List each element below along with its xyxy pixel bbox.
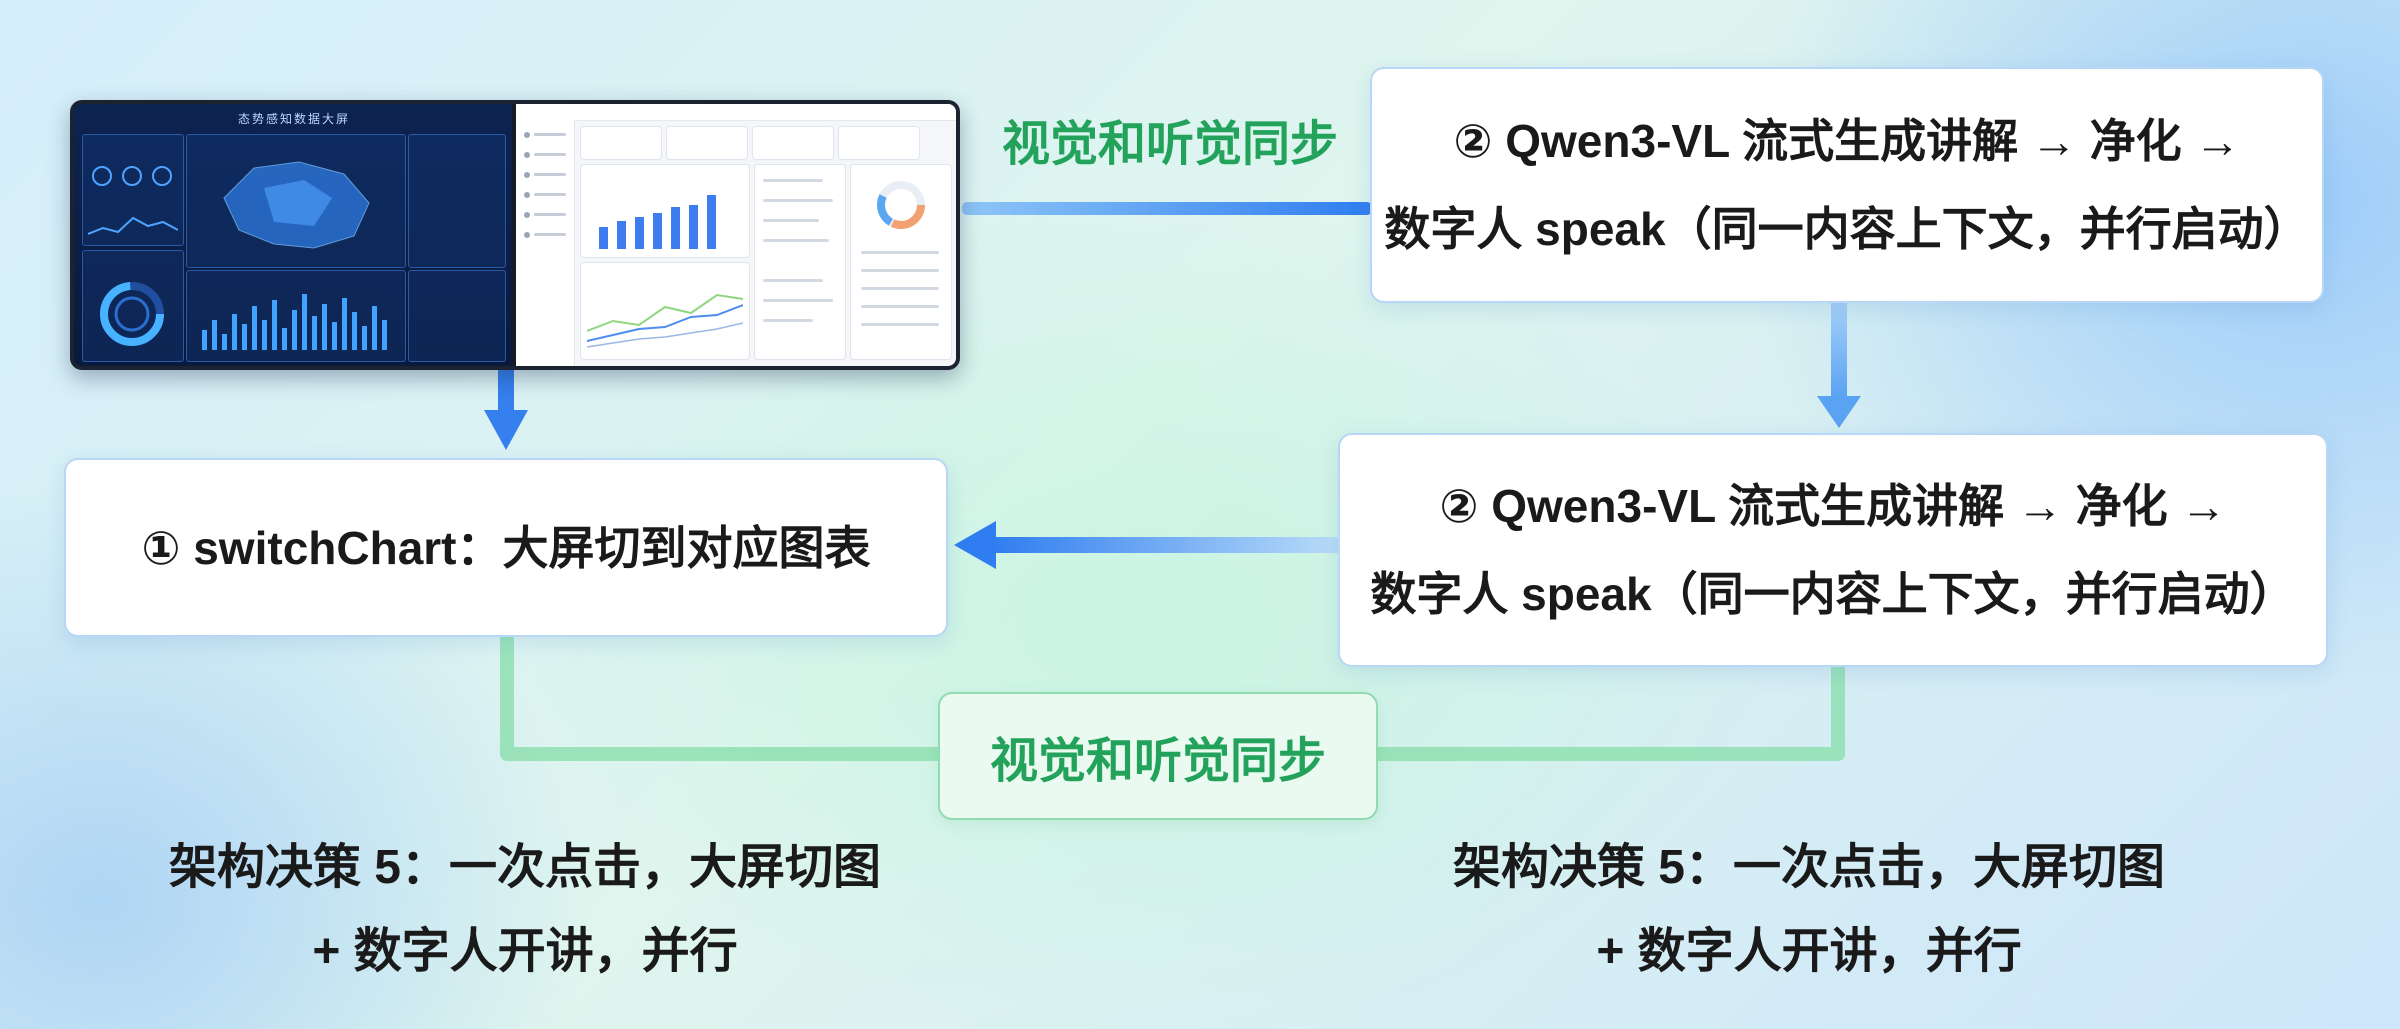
caption-right-line2: + 数字人开讲，并行 — [1596, 925, 2022, 978]
mid-connector — [992, 537, 1338, 553]
step2-mid-line2: 数字人 speak（同一内容上下文，并行启动） — [1370, 568, 2296, 620]
dashboard-screenshot: 态势感知数据大屏 — [70, 100, 960, 370]
step2-down-arrowhead — [1817, 396, 1861, 428]
bar-chart-card — [580, 164, 750, 258]
step2-top-line2: 数字人 speak（同一内容上下文，并行启动） — [1384, 203, 2310, 255]
dark-panel-list — [408, 134, 506, 268]
step2-down-shaft — [1831, 300, 1847, 398]
caption-right: 架构决策 5：一次点击，大屏切图 + 数字人开讲，并行 — [1434, 826, 2184, 994]
line-chart-card — [580, 262, 750, 360]
sync-label-bottom: 视觉和听觉同步 — [989, 735, 1326, 788]
dash-down-shaft — [498, 362, 514, 412]
step2-mid-box: ② Qwen3-VL 流式生成讲解 → 净化 → 数字人 speak（同一内容上… — [1338, 433, 2328, 667]
light-sidebar — [516, 120, 575, 366]
caption-left-line1: 架构决策 5：一次点击，大屏切图 — [168, 841, 882, 894]
dark-panel-kpi — [82, 134, 184, 246]
kpi-circles — [92, 166, 172, 186]
step2-mid-line1: ② Qwen3-VL 流式生成讲解 → 净化 → — [1439, 480, 2227, 532]
dashboard-title: 态势感知数据大屏 — [237, 112, 350, 126]
mid-arrowhead — [954, 521, 996, 569]
kpi-card-4 — [838, 126, 920, 160]
kpi-card-3 — [752, 126, 834, 160]
top-connector — [962, 202, 1372, 215]
light-topbar — [516, 104, 956, 121]
caption-right-line1: 架构决策 5：一次点击，大屏切图 — [1452, 841, 2166, 894]
step1-text: ① switchChart：大屏切到对应图表 — [141, 521, 871, 574]
dash-down-arrowhead — [484, 410, 528, 450]
ring-graphic — [100, 282, 164, 346]
map-graphic — [223, 161, 370, 249]
dark-dashboard: 态势感知数据大屏 — [74, 104, 512, 366]
donut-card — [850, 164, 952, 360]
caption-left: 架构决策 5：一次点击，大屏切图 + 数字人开讲，并行 — [150, 826, 900, 994]
list-card — [754, 164, 846, 360]
dark-bar-chart — [198, 288, 394, 350]
kpi-card-1 — [580, 126, 662, 160]
step2-top-box: ② Qwen3-VL 流式生成讲解 → 净化 → 数字人 speak（同一内容上… — [1370, 67, 2324, 303]
caption-left-line2: + 数字人开讲，并行 — [312, 925, 738, 978]
kpi-card-2 — [666, 126, 748, 160]
step2-top-line1: ② Qwen3-VL 流式生成讲解 → 净化 → — [1453, 115, 2241, 167]
sync-box-bottom: 视觉和听觉同步 — [938, 692, 1378, 820]
step1-box: ① switchChart：大屏切到对应图表 — [64, 458, 948, 637]
sync-label-top: 视觉和听觉同步 — [1002, 118, 1339, 171]
dark-panel-bars2 — [408, 270, 506, 362]
dark-wave — [88, 216, 178, 235]
light-dashboard — [516, 104, 956, 366]
